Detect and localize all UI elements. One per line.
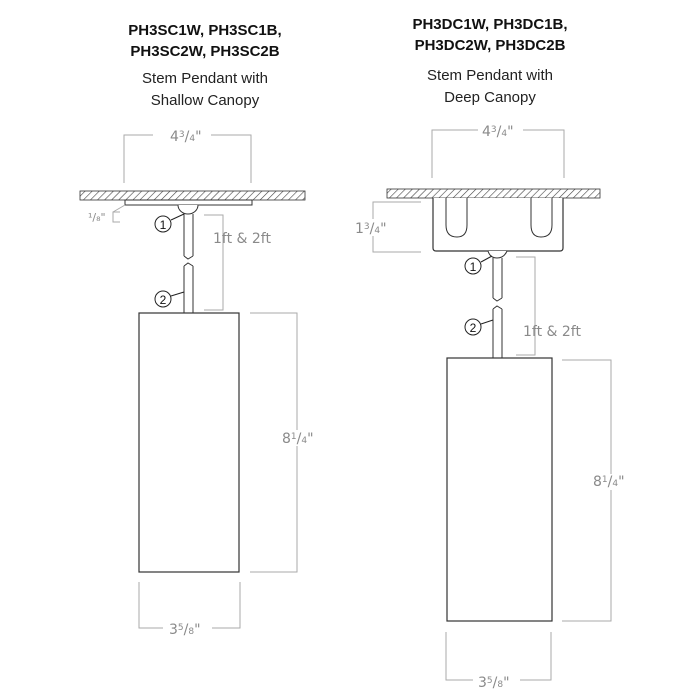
svg-text:81/4": 81/4" <box>593 474 625 490</box>
svg-text:81/4": 81/4" <box>282 431 314 447</box>
right-deep-canopy-drawing: 43/4" 13/4" 1 2 1ft & 2ft 81/4 <box>355 124 625 691</box>
svg-text:1ft & 2ft: 1ft & 2ft <box>213 231 271 247</box>
right-subtitle: Stem Pendant with Deep Canopy <box>380 65 600 109</box>
callout-1-right-label: 1 <box>470 260 477 274</box>
left-model-line-2: PH3SC2W, PH3SC2B <box>130 43 280 60</box>
right-subtitle-line-2: Deep Canopy <box>444 89 536 106</box>
callout-2-right-label: 2 <box>470 321 477 335</box>
callout-2-right <box>464 318 482 336</box>
callout-2-left <box>154 290 172 308</box>
callout-2-left-label: 2 <box>160 293 167 307</box>
svg-text:43/4": 43/4" <box>170 129 202 145</box>
right-model-line-2: PH3DC2W, PH3DC2B <box>414 37 566 54</box>
svg-text:35/8": 35/8" <box>169 622 201 638</box>
svg-text:1ft & 2ft: 1ft & 2ft <box>523 324 581 340</box>
right-subtitle-line-1: Stem Pendant with <box>427 67 553 84</box>
callout-1-right <box>464 257 482 275</box>
left-model-numbers: PH3SC1W, PH3SC1B, PH3SC2W, PH3SC2B <box>90 20 320 62</box>
right-model-numbers: PH3DC1W, PH3DC1B, PH3DC2W, PH3DC2B <box>380 14 600 56</box>
left-shallow-canopy-drawing: 43/4" ¹/₈" 1 2 1ft & 2ft 81/4" <box>79 129 314 638</box>
left-model-line-1: PH3SC1W, PH3SC1B, <box>128 22 282 39</box>
svg-text:¹/₈": ¹/₈" <box>88 211 106 224</box>
left-subtitle: Stem Pendant with Shallow Canopy <box>90 68 320 112</box>
left-subtitle-line-1: Stem Pendant with <box>142 70 268 87</box>
svg-text:43/4": 43/4" <box>482 124 514 140</box>
right-model-line-1: PH3DC1W, PH3DC1B, <box>412 16 568 33</box>
callout-1-left <box>154 215 172 233</box>
svg-text:35/8": 35/8" <box>478 675 510 691</box>
svg-text:13/4": 13/4" <box>355 221 387 237</box>
callout-1-left-label: 1 <box>160 218 167 232</box>
left-subtitle-line-2: Shallow Canopy <box>150 92 260 109</box>
